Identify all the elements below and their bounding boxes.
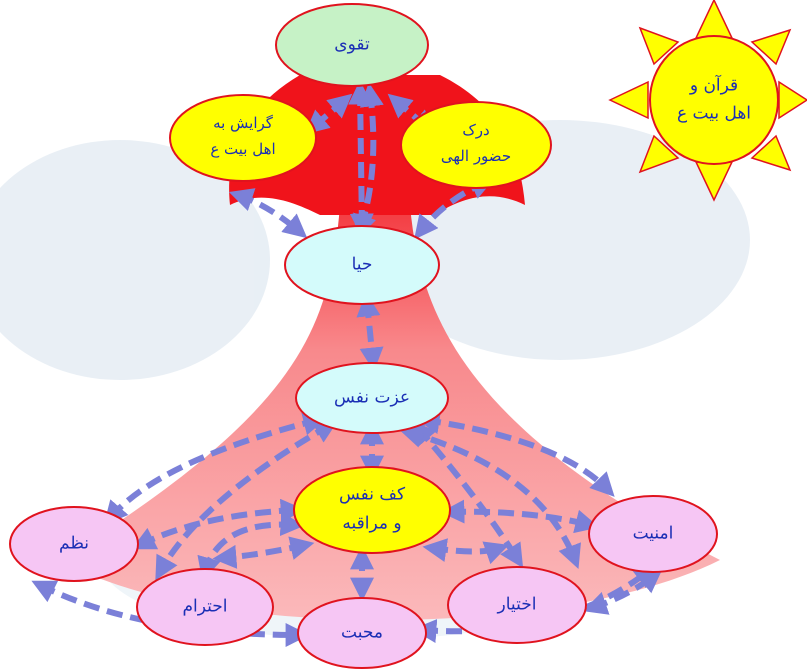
arrow-taqva-dark-curve [353,82,384,240]
arrow-gerayesh-haya [228,188,308,239]
node-mahabbat: محبت [297,597,427,669]
arrow-ezzat-ekhtiar2 [398,424,581,569]
node-nazm: نظم [9,506,139,582]
arrow-kaf-ehteram [197,512,305,582]
arrow-ekhtiar-amniyat [582,569,663,615]
node-dark-line1: درک [462,121,489,139]
node-ehteram-label: احترام [183,597,228,617]
node-amniyat-label: امنیت [633,524,674,544]
arrow-kaf-ekhtiar [422,538,510,565]
node-dark-line2: حضور الهی [441,147,511,165]
sun-icon: قرآن و اهل بیت ع [608,0,807,202]
node-ezzat-label: عزت نفس [334,388,410,408]
node-kaf-line1: کف نفس [339,485,406,505]
node-ehteram: احترام [136,568,274,646]
node-taqva: تقوی [275,3,429,87]
sun-label-line2: اهل بیت ع [677,104,751,124]
node-kaf-line2: و مراقبه [342,514,401,534]
node-gerayesh-line2: اهل بیت ع [210,140,275,158]
node-gerayesh: گرایش به اهل بیت ع [169,94,317,182]
node-gerayesh-line1: گرایش به [213,114,274,132]
node-kaf: کف نفس و مراقبه [293,466,451,554]
arrow-haya-ezzat [356,292,384,372]
node-mahabbat-label: محبت [341,623,383,643]
node-ezzat: عزت نفس [295,362,449,434]
arrow-kaf-ehteram2 [212,536,315,569]
arrow-kaf-amniyat [440,499,600,534]
node-nazm-label: نظم [59,534,89,554]
node-haya-label: حیا [352,255,373,275]
node-dark: درک حضور الهی [400,101,552,189]
arrows [31,80,663,647]
arrow-taqva-gerayesh [304,93,353,135]
node-amniyat: امنیت [588,495,718,573]
node-ekhtiar-label: اختیار [497,595,537,615]
node-haya: حیا [284,225,440,305]
sun-label-line1: قرآن و [689,74,738,96]
node-ekhtiar: اختیار [447,566,587,644]
node-taqva-label: تقوی [334,35,370,55]
